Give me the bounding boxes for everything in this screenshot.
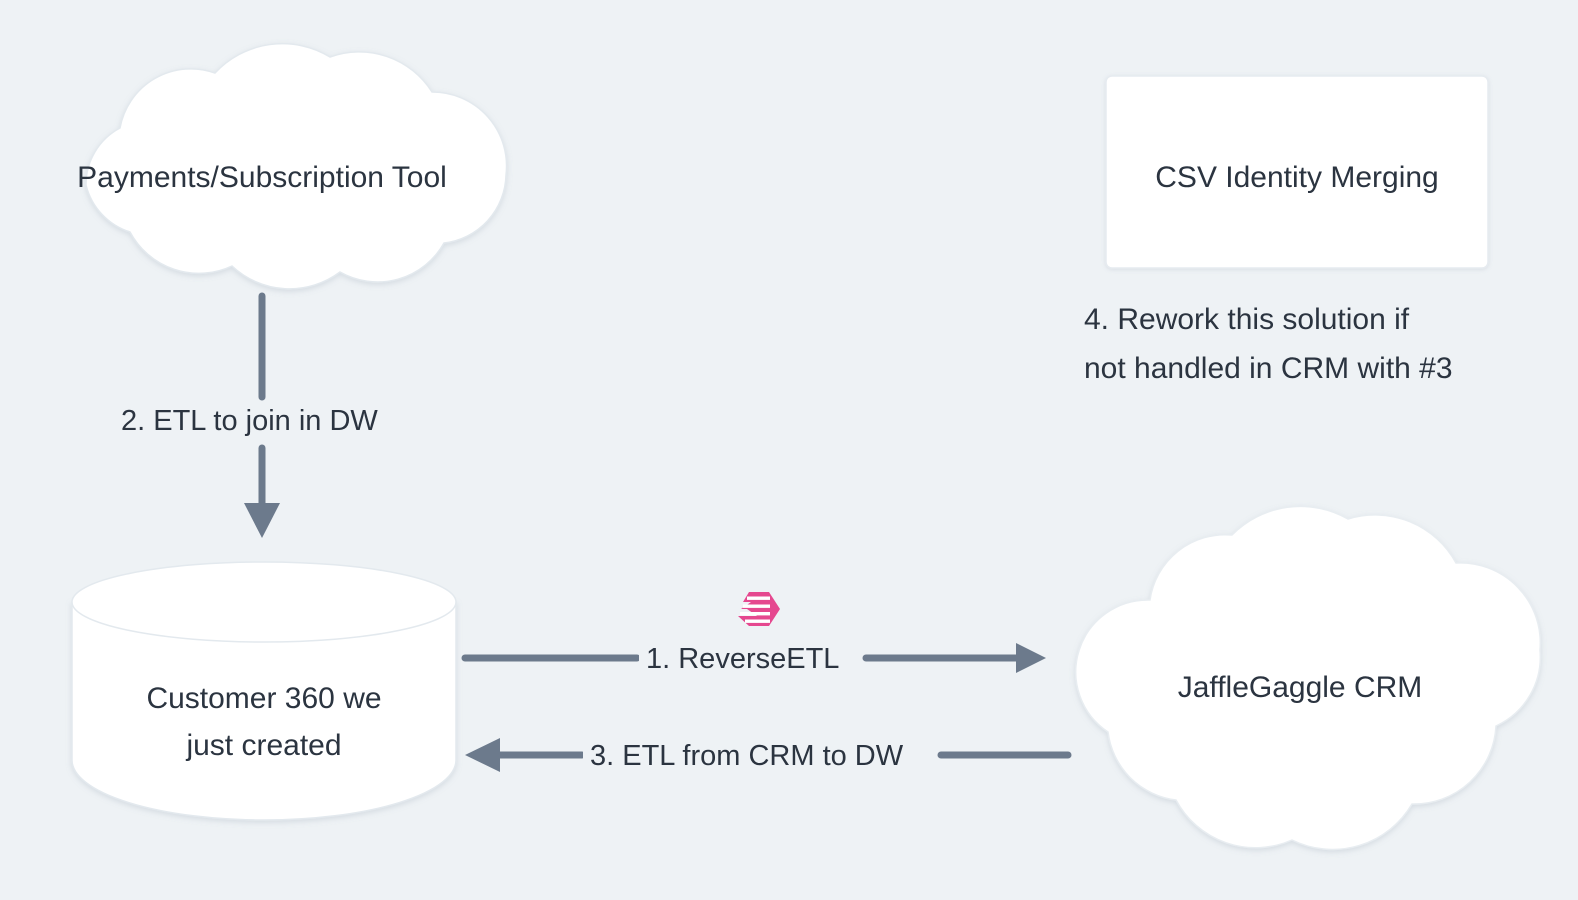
node-warehouse-cylinder[interactable] xyxy=(71,561,457,821)
node-payments-cloud[interactable] xyxy=(85,42,508,290)
edge-label-etl-from-crm: 3. ETL from CRM to DW xyxy=(583,739,911,774)
edge-reverse-etl-arrow xyxy=(461,643,1046,673)
node-csv-identity-box[interactable] xyxy=(1105,75,1489,269)
hightouch-logo-icon xyxy=(738,592,780,626)
edge-etl-join-arrow xyxy=(244,292,280,538)
annotation-csv-caption: 4. Rework this solution if not handled i… xyxy=(1084,303,1453,385)
node-crm-cloud[interactable] xyxy=(1075,505,1542,851)
edge-etl-from-crm-arrow xyxy=(465,738,1072,772)
edge-label-etl-join: 2. ETL to join in DW xyxy=(113,405,386,438)
edge-label-reverse-etl: 1. ReverseETL xyxy=(639,642,847,677)
